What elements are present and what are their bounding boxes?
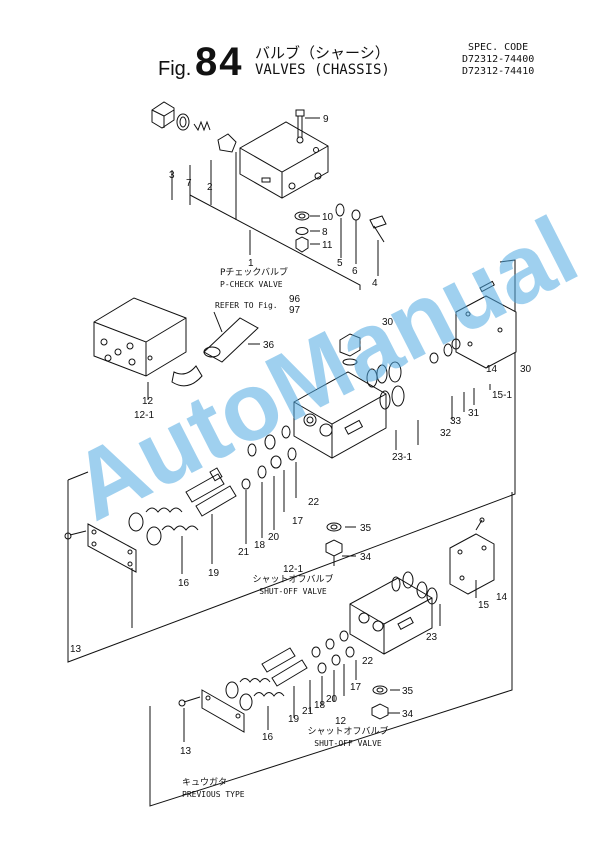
- callout-main-12-1: 12-1: [134, 410, 154, 421]
- callout-main-31: 31: [468, 408, 480, 419]
- main-shutoff-valve-group: [64, 280, 517, 628]
- callout-prev-20: 20: [326, 694, 338, 705]
- callout-pcheck-6: 6: [352, 266, 358, 277]
- callout-prev-17: 17: [350, 682, 362, 693]
- shutoff-valve-caption-previous: 12 シャットオフバルブ SHUT-OFF VALVE: [303, 716, 393, 749]
- spec-code-block: SPEC. CODE D72312-74400 D72312-74410: [462, 42, 534, 78]
- callout-main-22: 22: [308, 497, 320, 508]
- figure-label: Fig.: [158, 58, 192, 80]
- callout-main-34: 34: [360, 552, 372, 563]
- refer-to-label: REFER TO Fig.: [215, 301, 278, 310]
- callout-main-36: 36: [263, 340, 275, 351]
- shutoff-prev-number: 12: [335, 716, 347, 727]
- refer-figures: 96 97: [289, 294, 300, 316]
- callout-main-35: 35: [360, 523, 372, 534]
- callout-main-16: 16: [178, 578, 190, 589]
- p-check-caption-en: P-CHECK VALVE: [220, 280, 283, 289]
- callout-pcheck-9: 9: [323, 114, 329, 125]
- main-frame-border: [67, 259, 516, 663]
- spec-code-2: D72312-74410: [462, 66, 535, 77]
- callout-prev-22: 22: [362, 656, 374, 667]
- title-english: VALVES (CHASSIS): [255, 62, 390, 78]
- previous-type-jp: キュウガタ: [182, 778, 228, 788]
- p-check-caption-jp: Pチェックバルブ: [220, 268, 288, 278]
- previous-type-group: [178, 517, 495, 742]
- callout-main-20: 20: [268, 532, 280, 543]
- callout-main-23-1: 23-1: [392, 452, 412, 463]
- shutoff-prev-en: SHUT-OFF VALVE: [314, 739, 382, 748]
- callout-prev-19: 19: [288, 714, 300, 725]
- callout-main-33: 33: [450, 416, 462, 427]
- p-check-valve-group: [151, 101, 387, 290]
- shutoff-main-en: SHUT-OFF VALVE: [259, 587, 327, 596]
- callout-pcheck-5: 5: [337, 258, 343, 269]
- callout-main-32: 32: [440, 428, 452, 439]
- callout-pcheck-3: 3: [169, 170, 175, 181]
- callout-prev-18: 18: [314, 700, 326, 711]
- callout-prev-14: 14: [496, 592, 508, 603]
- callout-main-13: 13: [70, 644, 82, 655]
- refer-to-note: REFER TO Fig.: [215, 301, 278, 310]
- spec-code-label: SPEC. CODE: [468, 42, 529, 53]
- callout-pcheck-2: 2: [207, 182, 213, 193]
- callout-main-18: 18: [254, 540, 266, 551]
- shutoff-valve-caption-main: 12-1 シャットオフバルブ SHUT-OFF VALVE: [238, 564, 348, 597]
- callout-prev-15: 15: [478, 600, 490, 611]
- callout-main-14: 14: [486, 364, 498, 375]
- p-check-valve-caption: Pチェックバルブ P-CHECK VALVE: [220, 268, 288, 290]
- callout-main-30b: 30: [520, 364, 532, 375]
- callout-prev-23: 23: [426, 632, 438, 643]
- callout-main-19: 19: [208, 568, 220, 579]
- callout-pcheck-1: 1: [248, 258, 254, 269]
- spec-code-1: D72312-74400: [462, 54, 535, 65]
- previous-type-en: PREVIOUS TYPE: [182, 790, 245, 799]
- title-japanese: バルブ（シャーシ）: [255, 44, 390, 62]
- callout-main-21: 21: [238, 547, 250, 558]
- callout-pcheck-8: 8: [322, 227, 328, 238]
- shutoff-main-jp: シャットオフバルブ: [252, 575, 334, 585]
- callout-pcheck-11: 11: [322, 240, 333, 251]
- previous-type-caption: キュウガタ PREVIOUS TYPE: [182, 778, 245, 800]
- refer-figure-97: 97: [289, 305, 301, 316]
- shutoff-prev-jp: シャットオフバルブ: [307, 727, 389, 737]
- callout-main-15-1: 15-1: [492, 390, 512, 401]
- callout-prev-35: 35: [402, 686, 414, 697]
- figure-number: 84: [195, 40, 244, 84]
- refer-figure-96: 96: [289, 294, 301, 305]
- callout-prev-16: 16: [262, 732, 274, 743]
- callout-main-30a: 30: [382, 317, 394, 328]
- shutoff-main-number: 12-1: [282, 564, 303, 575]
- callout-pcheck-7: 7: [186, 178, 192, 189]
- callout-prev-34: 34: [402, 709, 414, 720]
- callout-prev-13: 13: [180, 746, 192, 757]
- block-12-group: [93, 297, 260, 400]
- callout-prev-21: 21: [302, 706, 314, 717]
- callout-main-12: 12: [142, 396, 154, 407]
- callout-pcheck-10: 10: [322, 212, 334, 223]
- previous-frame-border: [149, 492, 513, 807]
- callout-main-17: 17: [292, 516, 304, 527]
- callout-pcheck-4: 4: [372, 278, 378, 289]
